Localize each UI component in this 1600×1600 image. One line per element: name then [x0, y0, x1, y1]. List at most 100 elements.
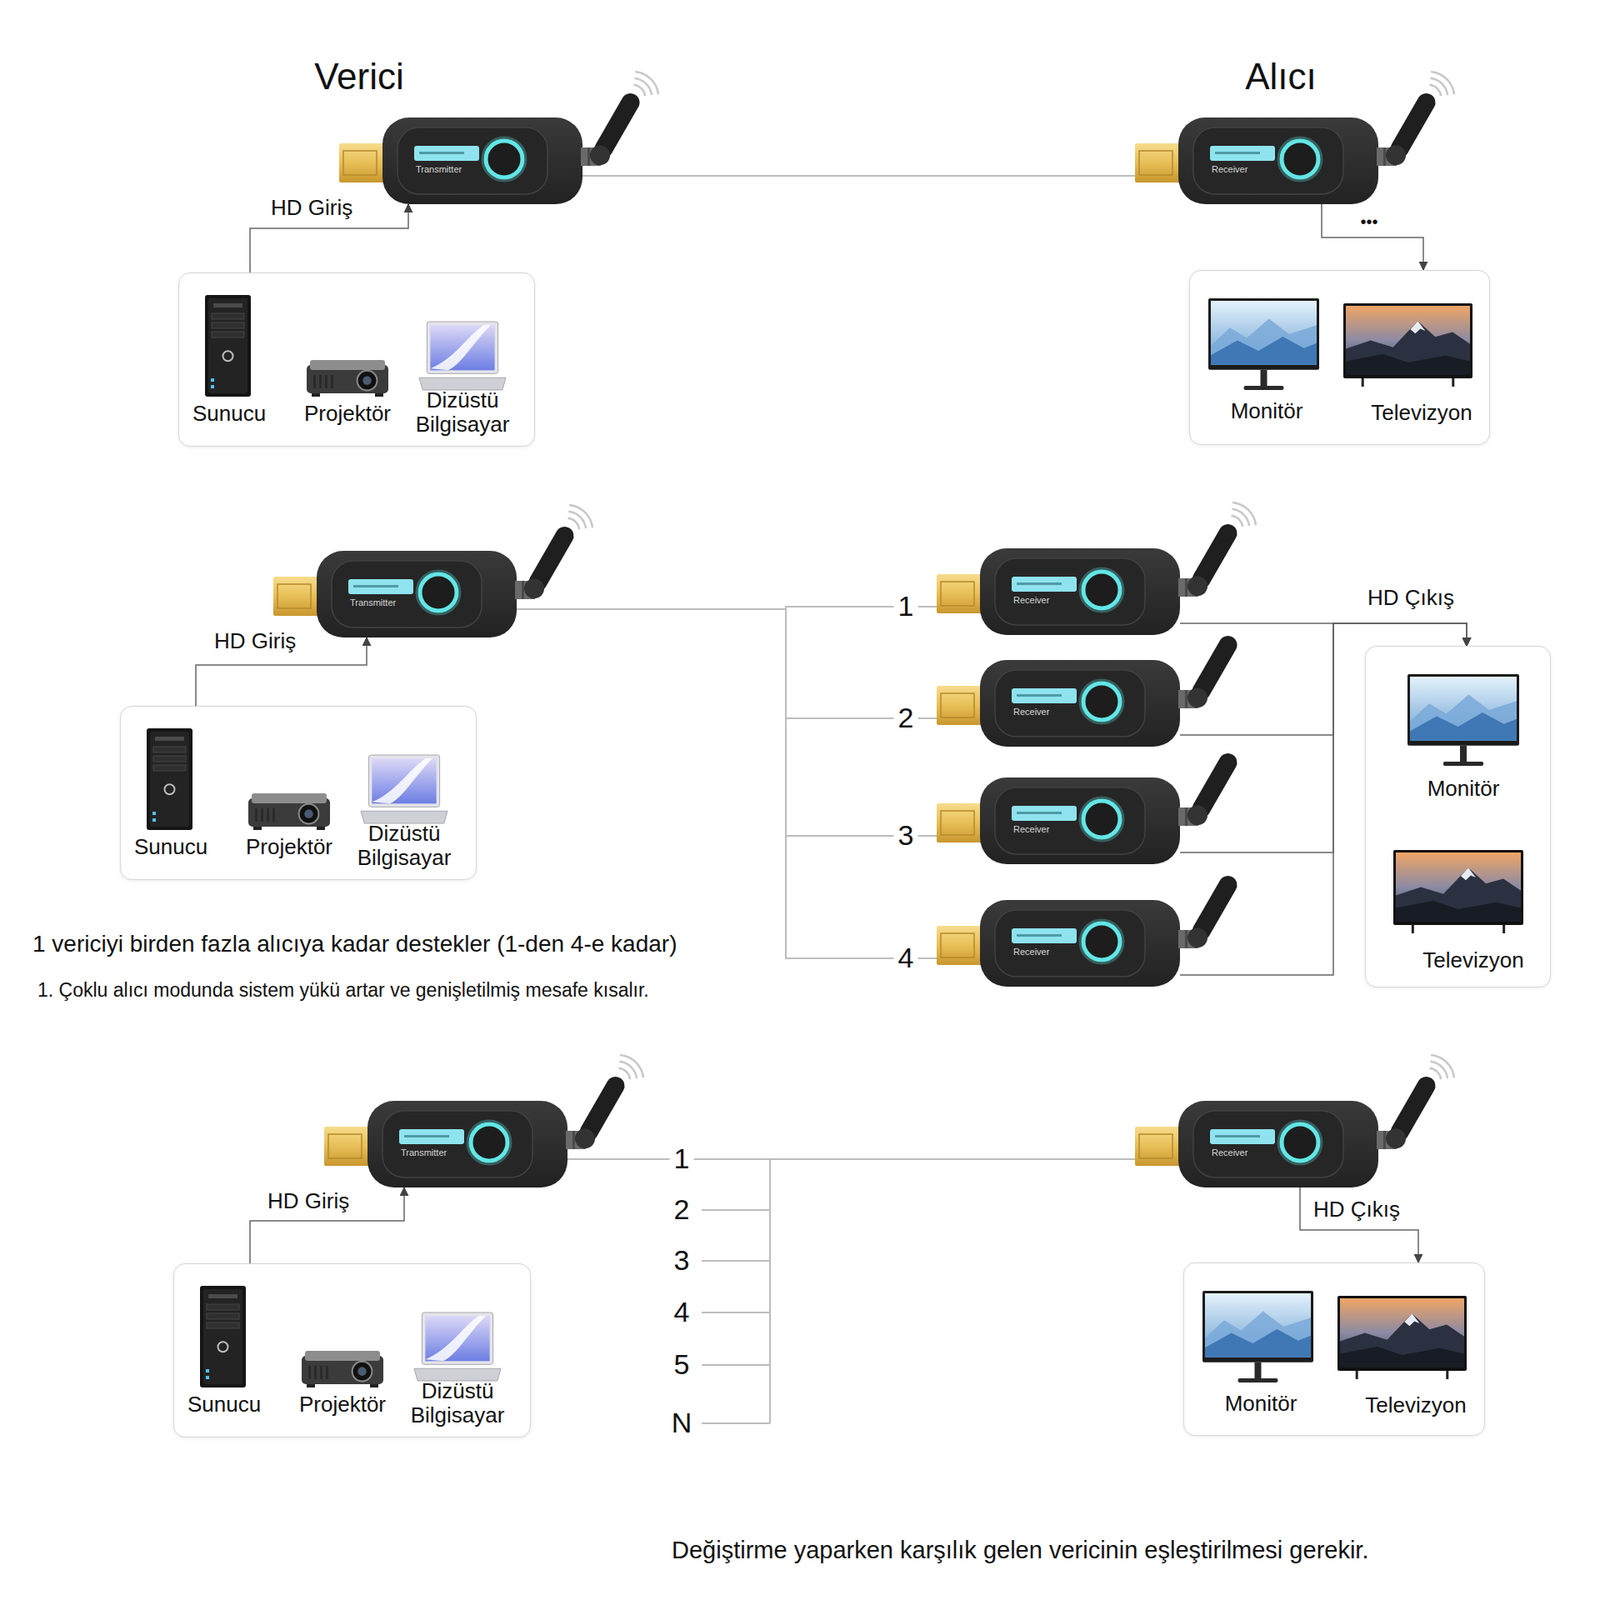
status-screen	[1011, 928, 1077, 944]
dongle-body	[1178, 117, 1379, 205]
antenna-joint	[1184, 801, 1212, 830]
antenna-ridge	[587, 147, 590, 166]
laptop-screen	[425, 1315, 490, 1361]
dongle-panel	[397, 127, 548, 195]
screen-glyphs	[419, 151, 465, 155]
hdmi-plug-inner	[1139, 150, 1173, 175]
callout-number: 2	[674, 1193, 690, 1226]
screen-glyphs	[1215, 151, 1260, 155]
bracket-tick	[701, 1209, 770, 1211]
bracket-tick	[701, 1311, 770, 1314]
dongle-panel	[995, 558, 1145, 625]
snow	[1404, 1313, 1420, 1326]
antenna-joint	[1382, 1125, 1410, 1153]
signal-arc	[1430, 77, 1449, 96]
drive-bay	[211, 331, 245, 338]
button-glow	[1080, 568, 1124, 612]
server-body	[146, 728, 193, 830]
hdmi-plug	[936, 925, 985, 965]
hdmi-plug	[936, 685, 985, 725]
connector-label: HD Giriş	[267, 1189, 350, 1215]
tv-screen	[1340, 1298, 1465, 1368]
button-glow	[1080, 920, 1124, 964]
status-screen	[1011, 576, 1077, 592]
signal-arc	[634, 77, 653, 96]
status-screen	[1210, 1129, 1275, 1145]
tv-foot	[1411, 925, 1415, 934]
drive-bay	[153, 755, 186, 762]
icons	[146, 728, 448, 830]
power-button	[218, 1341, 229, 1352]
device-label: Monitör	[1427, 776, 1500, 802]
connector-label: HD Giriş	[214, 629, 296, 655]
hdmi-plug	[339, 143, 388, 183]
heading: Verici	[314, 55, 405, 99]
antenna-ridge	[521, 580, 525, 600]
antenna-ridge	[1185, 690, 1188, 709]
callout-number: 5	[674, 1348, 690, 1381]
projector-top	[310, 360, 385, 370]
hdmi-dongle	[936, 501, 1257, 635]
laptop-screen	[430, 325, 495, 370]
vent	[325, 1365, 329, 1380]
lens	[352, 1361, 373, 1382]
server-panel	[150, 731, 190, 827]
projector-foot	[316, 826, 325, 830]
antenna	[1184, 750, 1242, 830]
bracket-tick	[701, 1422, 770, 1425]
hdmi-plug	[936, 803, 985, 843]
mountain	[1410, 712, 1517, 741]
laptop-screen	[371, 758, 436, 804]
antenna	[1382, 90, 1440, 170]
bracket-spine	[769, 1159, 771, 1424]
antenna-joint	[1184, 924, 1212, 952]
vent	[325, 375, 328, 389]
server-body	[200, 1285, 246, 1388]
button-glow	[1278, 1120, 1322, 1165]
antenna-ridge	[1383, 1130, 1386, 1150]
power-button	[165, 784, 175, 795]
tv-foot	[1445, 1370, 1449, 1380]
dongle-panel	[995, 787, 1145, 855]
tv-foot	[1361, 378, 1365, 387]
projector-foot	[375, 393, 384, 397]
button-glow	[416, 570, 460, 615]
signal-arc	[1430, 70, 1455, 95]
callout-number: 1	[670, 1142, 695, 1175]
transmitter-dongle: Transmitter	[339, 117, 583, 205]
callout-number: 3	[674, 1244, 690, 1277]
laptop-lid	[421, 1312, 493, 1365]
server-badge	[213, 303, 243, 308]
mountain	[1410, 695, 1517, 741]
antenna	[1184, 872, 1242, 952]
antenna-joint	[520, 575, 549, 603]
mountain	[1345, 320, 1470, 375]
dongle-label: Receiver	[1013, 595, 1050, 606]
icons	[1393, 674, 1524, 934]
icons	[1208, 298, 1473, 390]
pair-button	[1083, 800, 1120, 838]
pair-button	[485, 140, 523, 178]
screen-glyphs	[1016, 811, 1062, 815]
icons	[200, 1285, 501, 1388]
display-device-box: MonitörTelevizyon	[1365, 645, 1551, 988]
wallpaper-swoosh	[371, 758, 433, 804]
projector-foot	[306, 1384, 315, 1388]
antenna-joint	[1382, 141, 1410, 170]
signal-arc	[1430, 1060, 1449, 1080]
monitor-screen	[1210, 300, 1317, 365]
vent	[255, 808, 258, 822]
callout-number: 4	[674, 1295, 690, 1329]
dongle-panel	[1193, 1110, 1344, 1178]
signal-arc	[618, 1067, 631, 1080]
led	[152, 811, 156, 815]
laptop-lid	[426, 321, 498, 374]
dongle-panel	[1193, 127, 1344, 195]
dongle-label: Receiver	[1211, 1147, 1248, 1159]
tv-frame	[1343, 303, 1473, 379]
connector	[516, 609, 937, 836]
mountain	[1205, 1329, 1311, 1358]
server-panel	[203, 1289, 243, 1385]
status-screen	[1011, 688, 1077, 704]
hdmi-dongle	[936, 872, 1241, 987]
